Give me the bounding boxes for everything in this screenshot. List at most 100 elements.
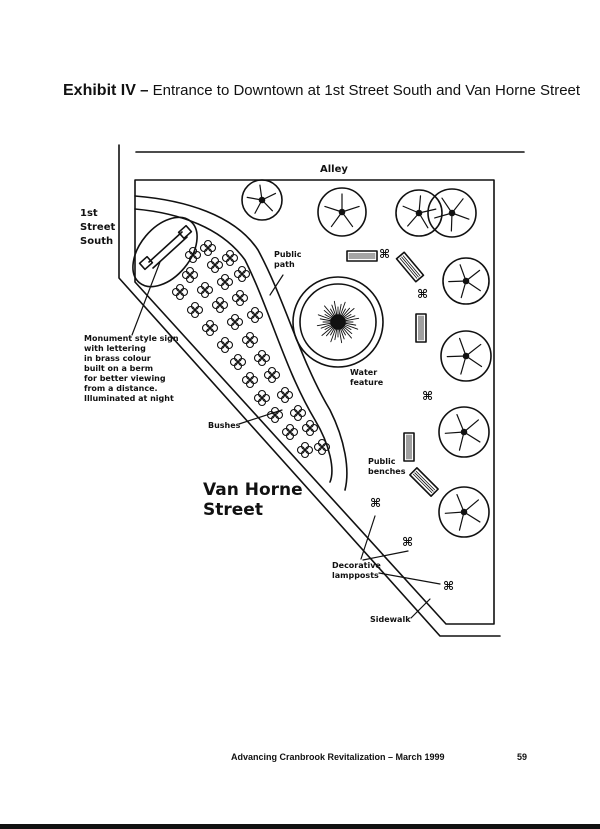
tree-icon: [427, 188, 477, 238]
lamppost-icon: ⌘: [422, 389, 433, 403]
bush-icon: [221, 249, 239, 267]
lamppost-leader-1: [360, 515, 376, 560]
bush-icon: [196, 281, 214, 299]
public-path-inner-edge: [134, 208, 333, 483]
lamppost-icon: ⌘: [443, 579, 454, 593]
bush-icon: [301, 419, 319, 437]
bush-icon: [241, 331, 259, 349]
exhibit-subtitle: Entrance to Downtown at 1st Street South…: [152, 82, 581, 99]
public-benches-label-line: Public: [368, 457, 396, 466]
bush-icon: [229, 353, 247, 371]
bush-icon: [313, 438, 331, 456]
lampposts-label-line: lampposts: [332, 571, 379, 580]
alley-label: Alley: [320, 164, 348, 175]
water-feature-label-line: Water: [350, 368, 377, 377]
bush-icon: [226, 313, 244, 331]
water-feature-label-line: feature: [350, 378, 384, 387]
bushes-leader: [238, 409, 283, 425]
water-feature: [292, 276, 384, 368]
bush-icon: [289, 404, 307, 422]
bush-icon: [216, 336, 234, 354]
bush-icon: [206, 256, 224, 274]
bush-icon: [266, 406, 284, 424]
footer-text: Advancing Cranbrook Revitalization – Mar…: [231, 752, 445, 762]
tree-icon: [241, 179, 283, 221]
site-boundary: [134, 179, 495, 625]
exhibit-number: Exhibit IV: [63, 82, 136, 99]
bush-icon: [181, 266, 199, 284]
van-horne-label-line: Van Horne: [203, 480, 303, 500]
lampposts-group: ⌘ ⌘ ⌘ ⌘ ⌘ ⌘: [370, 247, 454, 593]
public-path-label-line: path: [274, 260, 295, 269]
lamppost-icon: ⌘: [417, 287, 428, 301]
tree-icon: [395, 189, 443, 237]
monument-leader: [131, 261, 161, 336]
bush-icon: [199, 239, 217, 257]
tree-icon: [440, 330, 492, 382]
bush-icon: [171, 283, 189, 301]
bush-icon: [246, 306, 264, 324]
bush-icon: [241, 371, 259, 389]
tree-icon: [317, 187, 367, 237]
bushes-label: Bushes: [208, 421, 241, 430]
bush-icon: [276, 386, 294, 404]
bench: [415, 313, 427, 343]
bush-icon: [201, 319, 219, 337]
monument-label-line: Illuminated at night: [84, 394, 174, 403]
bench: [403, 432, 415, 462]
public-benches-label-line: benches: [368, 467, 406, 476]
bush-icon: [253, 349, 271, 367]
first-street-label-line: Street: [80, 222, 115, 233]
sign-post-left: [138, 255, 154, 271]
exhibit-title: Exhibit IV – Entrance to Downtown at 1st…: [63, 82, 580, 100]
lamppost-icon: ⌘: [402, 535, 413, 549]
water-feature-outer-ring: [292, 276, 384, 368]
first-street-label-line: South: [80, 236, 113, 247]
bush-icon: [253, 389, 271, 407]
berm-ellipse: [132, 216, 198, 288]
sidewalk-leader: [410, 598, 431, 619]
monument-sign: [132, 216, 198, 288]
monument-label-line: from a distance.: [84, 384, 158, 393]
fountain-center: [330, 314, 346, 330]
tree-icon: [438, 486, 490, 538]
sidewalk-label: Sidewalk: [370, 615, 411, 624]
bush-icon: [186, 301, 204, 319]
lampposts-label-line: Decorative: [332, 561, 381, 570]
tree-icon: [438, 406, 490, 458]
scan-edge-bar: [0, 824, 600, 829]
lamppost-leader-2: [362, 550, 409, 561]
bench: [346, 250, 378, 262]
lamppost-leader-3: [378, 572, 441, 585]
monument-label-line: with lettering: [84, 344, 146, 353]
bench: [409, 467, 439, 497]
monument-label-line: in brass colour: [84, 354, 151, 363]
bush-icon: [281, 423, 299, 441]
public-path-outer-edge: [134, 195, 348, 491]
bush-icon: [216, 273, 234, 291]
bush-icon: [263, 366, 281, 384]
van-horne-label-line: Street: [203, 500, 263, 520]
bush-icon: [233, 265, 251, 283]
public-path-label-line: Public: [274, 250, 302, 259]
public-path-leader: [269, 274, 284, 296]
bush-icon: [184, 246, 202, 264]
bush-icon: [296, 441, 314, 459]
lamppost-icon: ⌘: [370, 496, 381, 510]
bush-icon: [211, 296, 229, 314]
tree-icon: [442, 257, 490, 305]
bushes-group: [171, 239, 331, 459]
monument-label-line: built on a berm: [84, 364, 153, 373]
water-feature-inner-ring: [299, 283, 377, 361]
first-street-curb-line: [118, 144, 501, 637]
bench: [395, 251, 425, 283]
monument-label-line: for better viewing: [84, 374, 166, 383]
sign-post-right: [177, 224, 193, 240]
sign-bar-bottom: [152, 236, 188, 269]
benches-group: [346, 250, 439, 497]
lamppost-icon: ⌘: [379, 247, 390, 261]
leader-lines: [131, 261, 441, 619]
title-separator: –: [140, 82, 149, 99]
page-number: 59: [517, 752, 528, 762]
